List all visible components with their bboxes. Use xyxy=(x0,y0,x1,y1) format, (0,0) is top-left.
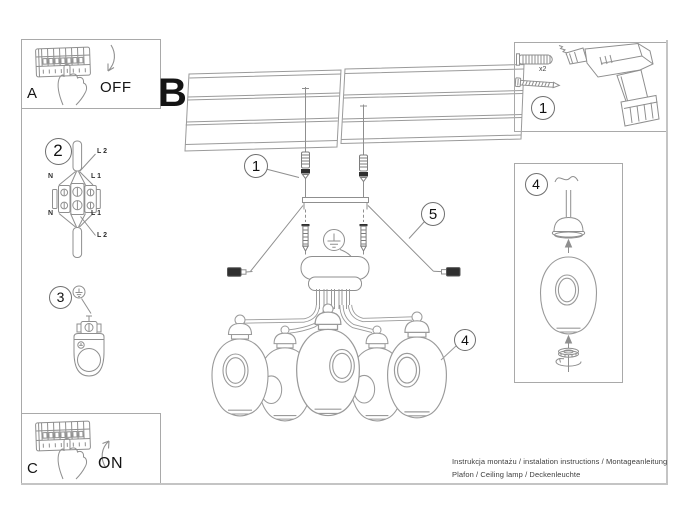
side-bolt-icon xyxy=(227,267,242,277)
step-2-badge: 2 xyxy=(44,137,72,165)
step-1-badge-main: 1 xyxy=(244,154,268,178)
step-3-badge: 3 xyxy=(49,285,72,309)
wire-label-l2-top: L 2 xyxy=(97,148,107,155)
footer-instructions-line: Instrukcja montażu / instalation instruc… xyxy=(452,457,668,466)
ceiling-boards xyxy=(184,63,525,152)
cord-icon xyxy=(554,176,579,183)
mounting-bracket xyxy=(227,197,461,291)
page-edge-bottom xyxy=(21,483,668,485)
step-c-box xyxy=(21,413,161,485)
side-bolt-tip xyxy=(240,269,247,275)
breaker-panel-on-icon xyxy=(35,420,110,480)
step-c-label: C xyxy=(27,460,38,477)
plug-quantity-label: x2 xyxy=(539,66,547,73)
tools-box-art xyxy=(514,42,660,127)
wire-label-n-bottom: N xyxy=(48,210,54,217)
breaker-panel-off-icon xyxy=(35,44,115,106)
socket-dome-icon xyxy=(551,216,586,239)
plug-screw-icon xyxy=(300,151,311,179)
step-a-box xyxy=(21,39,161,109)
step-1-badge-box: 1 xyxy=(531,96,555,120)
screw-icon xyxy=(514,77,561,89)
wire-label-n-top: N xyxy=(48,173,54,180)
wire-label-l2-bottom: L 2 xyxy=(97,232,107,239)
lamp-shades xyxy=(211,311,457,422)
lamp-shade xyxy=(211,322,269,417)
lamp-shade xyxy=(387,320,447,419)
side-bolt-tip xyxy=(441,269,447,275)
step-a-label: A xyxy=(27,85,38,102)
rotation-arrow-icon xyxy=(555,354,582,372)
tools-box xyxy=(514,42,668,132)
shade-assembly-art xyxy=(539,176,598,372)
arrow-down-off-icon xyxy=(107,44,115,72)
shade-assembly-box xyxy=(514,163,623,383)
canopy xyxy=(300,256,370,280)
terminal-block-icon xyxy=(52,140,101,258)
plug-screw-icon xyxy=(358,154,369,182)
drill-mark-icon xyxy=(360,104,367,109)
off-label: OFF xyxy=(100,79,132,96)
lamp-shade xyxy=(539,256,598,335)
wall-plug-icon xyxy=(516,53,553,66)
step-4-badge-box: 4 xyxy=(524,172,548,196)
page-edge-right xyxy=(666,40,668,485)
on-label: ON xyxy=(98,455,123,472)
footer-product-line: Plafon / Ceiling lamp / Deckenleuchte xyxy=(452,469,581,479)
drill-mark-icon xyxy=(302,87,309,92)
ceiling-cup-icon xyxy=(72,285,105,377)
screw-icon xyxy=(359,223,368,252)
rod-icon xyxy=(565,190,572,217)
wire-label-l1-bottom: L 1 xyxy=(91,210,101,217)
step-b-label: B xyxy=(158,71,187,115)
arrow-up-on-icon xyxy=(101,440,110,469)
wire-label-l1-top: L 1 xyxy=(91,173,101,180)
fixing-screws xyxy=(265,87,369,198)
lamp-shade xyxy=(296,311,360,417)
step-5-badge: 5 xyxy=(421,202,445,226)
side-bolt-icon xyxy=(446,267,461,277)
drill-icon xyxy=(558,42,660,127)
step-4-badge-main: 4 xyxy=(454,329,476,351)
screw-icon xyxy=(301,223,310,252)
left-column-spine xyxy=(21,107,22,413)
